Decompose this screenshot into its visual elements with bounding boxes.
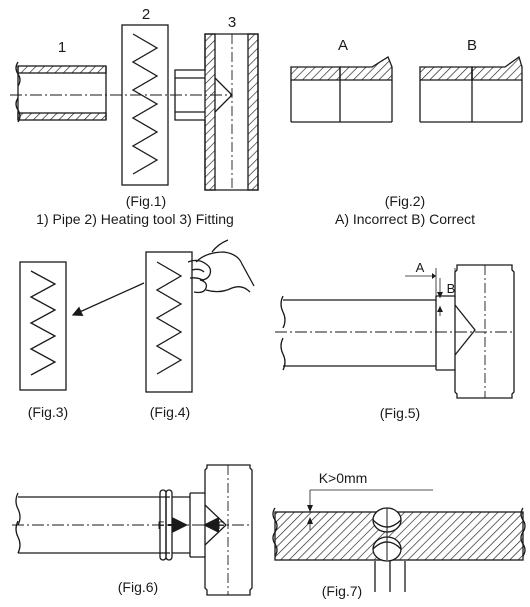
hand-icon (187, 239, 255, 294)
fig2-caption: (Fig.2) (385, 193, 425, 209)
fig2-joint-correct (419, 55, 523, 123)
fig1-fitting (174, 33, 259, 191)
fig1-pipe-fitting-heating (10, 24, 259, 191)
fig1-pipe (15, 61, 107, 123)
fig2-legend: A) Incorrect B) Correct (335, 211, 475, 227)
fig1-legend: 1) Pipe 2) Heating tool 3) Fitting (36, 211, 234, 227)
fig5-insertion-depth (275, 264, 515, 399)
fig7-dimension-label: K>0mm (319, 470, 368, 486)
fig5-label-b: B (447, 281, 456, 296)
fig2-label-b: B (467, 37, 477, 54)
fig4-wiping-heating-tool (71, 239, 255, 393)
fig5-label-a: A (416, 260, 425, 275)
fig1-label-pipe: 1 (58, 39, 66, 56)
fig2-label-a: A (338, 37, 348, 54)
fig1-label-heating-tool: 2 (142, 6, 150, 23)
fig1-label-fitting: 3 (228, 14, 236, 31)
fig2-joint-incorrect (290, 56, 393, 123)
fig6-caption: (Fig.6) (118, 579, 158, 595)
fig1-caption: (Fig.1) (126, 193, 166, 209)
fig3-heating-tool (19, 261, 67, 391)
fig2-joint-comparison (290, 55, 523, 123)
fig6-force-label-left: F (158, 520, 165, 532)
fig4-caption: (Fig.4) (150, 404, 190, 420)
fig5-caption: (Fig.5) (380, 405, 420, 421)
fig7-caption: (Fig.7) (322, 583, 362, 599)
fig7-weld-bead (272, 489, 526, 592)
fig1-heating-tool (121, 24, 169, 186)
fig6-force-label-right: F (218, 520, 225, 532)
fig6-joining (12, 464, 253, 596)
fig3-caption: (Fig.3) (28, 404, 68, 420)
fig4-arrow (71, 282, 145, 317)
